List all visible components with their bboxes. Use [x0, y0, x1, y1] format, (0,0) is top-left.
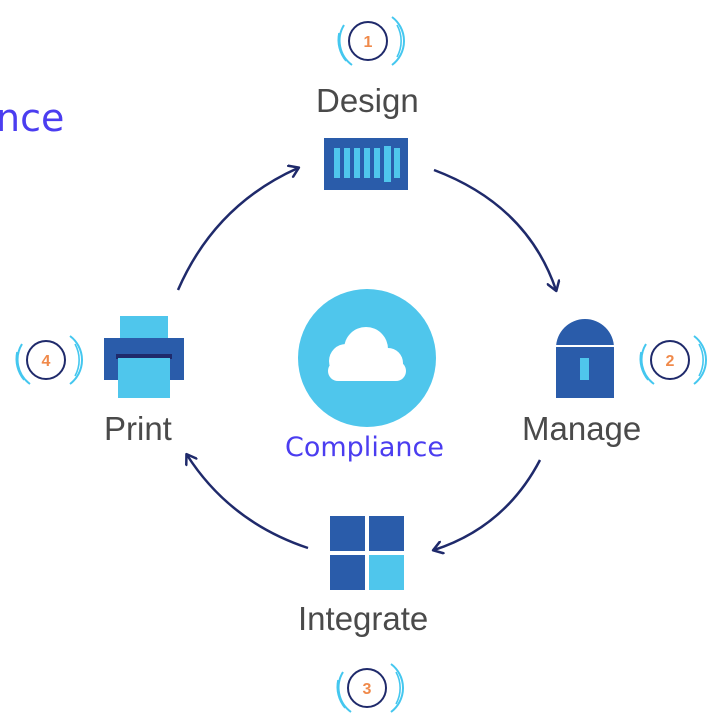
step-badge-2: 2	[639, 335, 707, 385]
step-label-design: Design	[316, 82, 419, 119]
step-number-4: 4	[42, 353, 51, 370]
step-number-3: 3	[363, 681, 372, 698]
partial-heading: nce	[0, 96, 65, 140]
cloud-icon	[298, 289, 436, 427]
step-badge-4: 4	[15, 335, 83, 385]
arrow-print-to-design	[176, 168, 298, 291]
barcode-icon	[324, 138, 408, 190]
step-label-manage: Manage	[522, 410, 642, 447]
step-badge-3: 3	[336, 663, 404, 713]
arrow-design-to-manage	[433, 168, 556, 290]
windows-grid-icon	[330, 516, 404, 590]
step-label-integrate: Integrate	[298, 600, 429, 637]
arrow-manage-to-integrate	[434, 459, 542, 550]
step-number-1: 1	[364, 34, 373, 51]
lock-icon	[556, 319, 614, 398]
step-number-2: 2	[666, 353, 675, 370]
arrow-integrate-to-print	[187, 455, 309, 550]
printer-icon	[104, 316, 184, 398]
step-label-print: Print	[104, 410, 172, 447]
step-badge-1: 1	[337, 16, 405, 66]
center-label: Compliance	[285, 432, 444, 463]
